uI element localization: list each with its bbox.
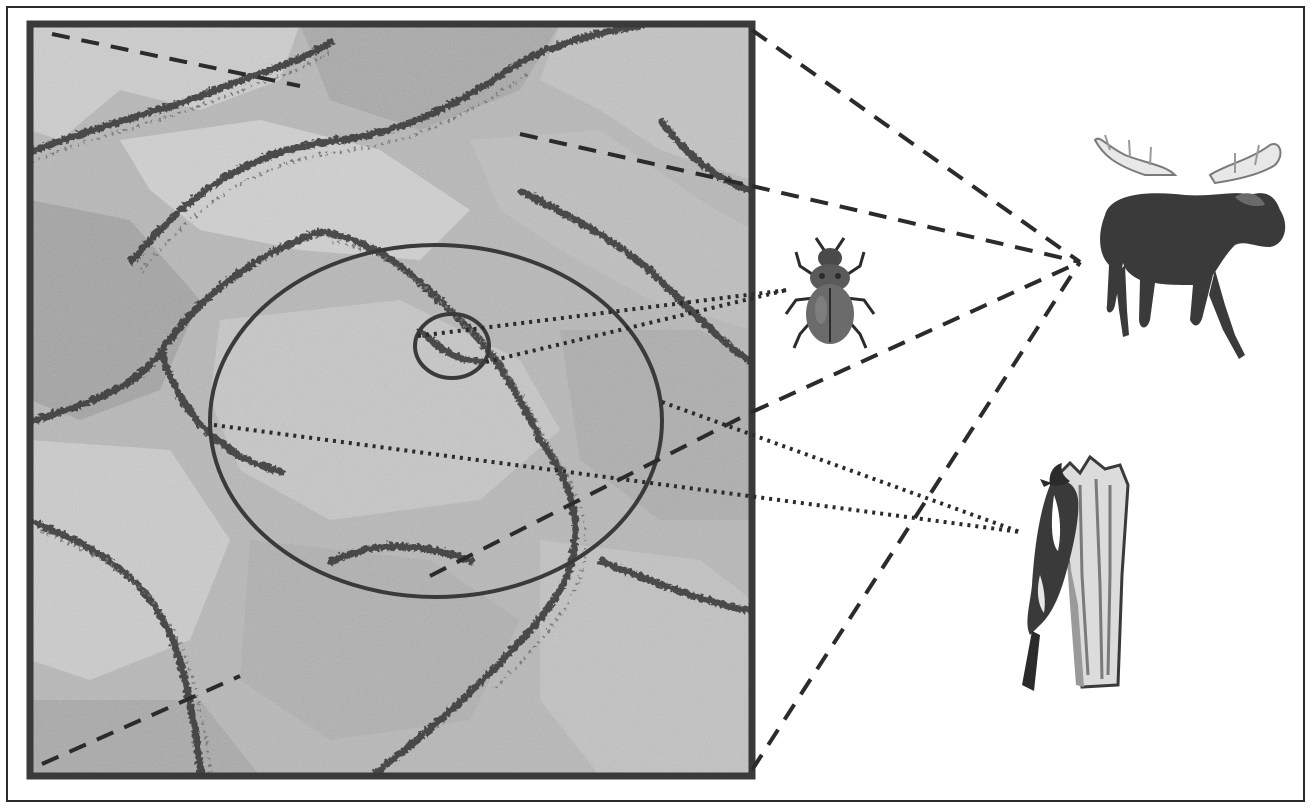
woodpecker-icon	[1022, 457, 1128, 691]
terrain-map-icon	[30, 24, 752, 776]
moose-icon	[1095, 135, 1285, 359]
beetle-icon	[786, 238, 874, 348]
